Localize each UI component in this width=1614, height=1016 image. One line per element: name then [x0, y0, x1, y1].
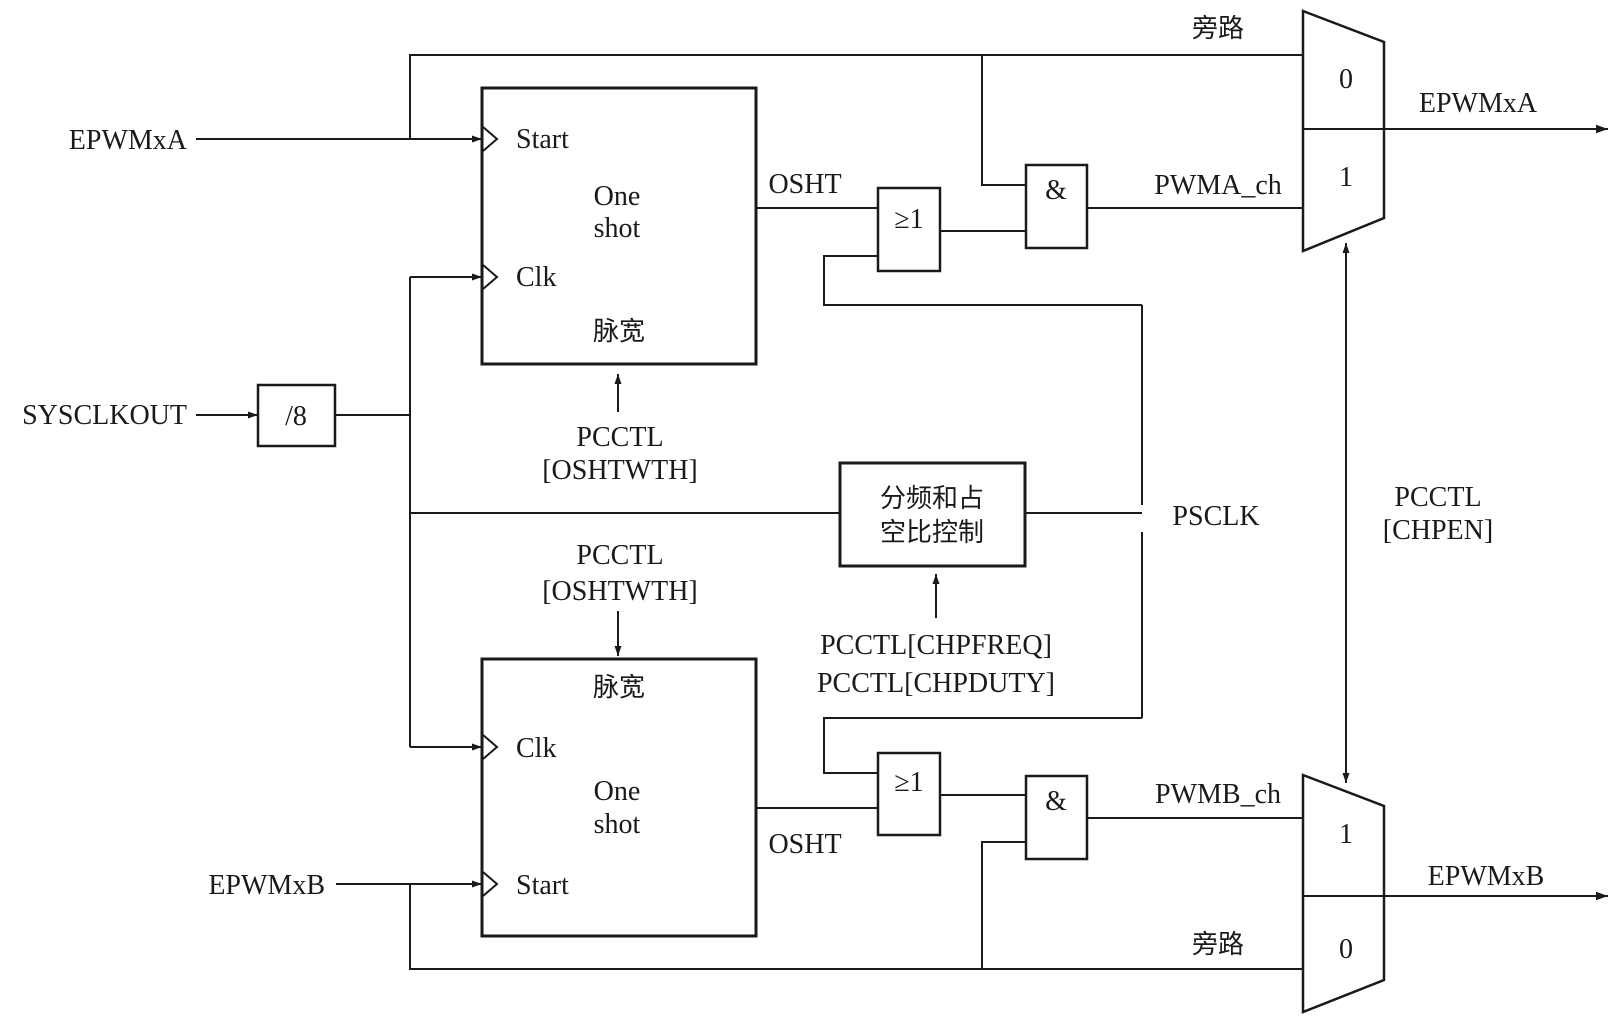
and-gate-top: & — [1024, 163, 1089, 250]
oneshot-top-block: Start Clk One shot 脉宽 — [480, 86, 758, 366]
or-gate-bottom: ≥1 — [876, 751, 942, 837]
wire-psclk-top — [823, 255, 1142, 306]
freq-duty-line1: 分频和占 — [880, 484, 984, 514]
wire-bypass-bottom — [409, 884, 1303, 970]
oneshot-top-width: 脉宽 — [593, 317, 645, 347]
oneshot-bottom-title1: One — [594, 776, 641, 807]
divider-label: /8 — [285, 401, 307, 432]
label-osht-top: OSHT — [768, 169, 841, 200]
label-epwmxa-in: EPWMxA — [69, 125, 188, 156]
and-gate-top-symbol: & — [1045, 175, 1067, 206]
wire-bypass-top-to-and — [981, 55, 1026, 186]
wire-bypass-top — [409, 54, 1303, 139]
label-epwmxb-out: EPWMxB — [1428, 861, 1545, 892]
freq-duty-line2: 空比控制 — [880, 518, 984, 548]
label-sysclkout-in: SYSCLKOUT — [22, 400, 187, 431]
mux-top-in1: 1 — [1339, 162, 1353, 193]
or-gate-bottom-symbol: ≥1 — [894, 767, 923, 798]
divider-block: /8 — [256, 383, 337, 448]
wire-bypass-bottom-to-and — [981, 841, 1026, 969]
label-epwmxb-in: EPWMxB — [208, 870, 325, 901]
or-gate-top: ≥1 — [876, 186, 942, 273]
oneshot-top-title1: One — [594, 181, 641, 212]
label-epwmxa-out: EPWMxA — [1419, 88, 1538, 119]
oneshot-bottom-start: Start — [516, 870, 569, 901]
mux-bottom: 1 0 — [1301, 773, 1386, 1014]
label-bypass-bottom: 旁路 — [1192, 930, 1244, 960]
oneshot-bottom-width: 脉宽 — [593, 673, 645, 703]
label-pwmb-ch: PWMB_ch — [1155, 779, 1281, 810]
label-chpfreq: PCCTL[CHPFREQ] — [820, 630, 1052, 661]
oneshot-bottom-title2: shot — [594, 809, 641, 840]
label-oshtwth-bottom-line1: PCCTL — [576, 540, 663, 571]
oneshot-top-clk: Clk — [516, 262, 556, 293]
wire-psclk-bottom — [823, 717, 1142, 774]
wires — [196, 54, 1608, 970]
label-chpen-line2: [CHPEN] — [1383, 515, 1493, 546]
label-bypass-top: 旁路 — [1192, 14, 1244, 44]
label-oshtwth-bottom-line2: [OSHTWTH] — [542, 576, 698, 607]
labels: EPWMxA SYSCLKOUT EPWMxB 旁路 旁路 OSHT OSHT … — [22, 14, 1544, 960]
freq-duty-block: 分频和占 空比控制 — [838, 461, 1027, 568]
mux-top-in0: 0 — [1339, 64, 1353, 95]
label-oshtwth-top-line2: [OSHTWTH] — [542, 455, 698, 486]
label-oshtwth-top-line1: PCCTL — [576, 422, 663, 453]
oneshot-bottom-block: 脉宽 Clk One shot Start — [480, 657, 758, 938]
mux-bottom-in0: 0 — [1339, 934, 1353, 965]
label-chpduty: PCCTL[CHPDUTY] — [817, 668, 1055, 699]
or-gate-top-symbol: ≥1 — [894, 204, 923, 235]
and-gate-bottom: & — [1024, 774, 1089, 861]
mux-top: 0 1 — [1301, 9, 1386, 253]
oneshot-top-start: Start — [516, 124, 569, 155]
and-gate-bottom-symbol: & — [1045, 786, 1067, 817]
label-osht-bottom: OSHT — [768, 829, 841, 860]
oneshot-bottom-clk: Clk — [516, 733, 556, 764]
label-pwma-ch: PWMA_ch — [1154, 170, 1282, 201]
mux-bottom-in1: 1 — [1339, 819, 1353, 850]
label-chpen-line1: PCCTL — [1394, 482, 1481, 513]
oneshot-top-title2: shot — [594, 213, 641, 244]
label-psclk: PSCLK — [1172, 501, 1259, 532]
